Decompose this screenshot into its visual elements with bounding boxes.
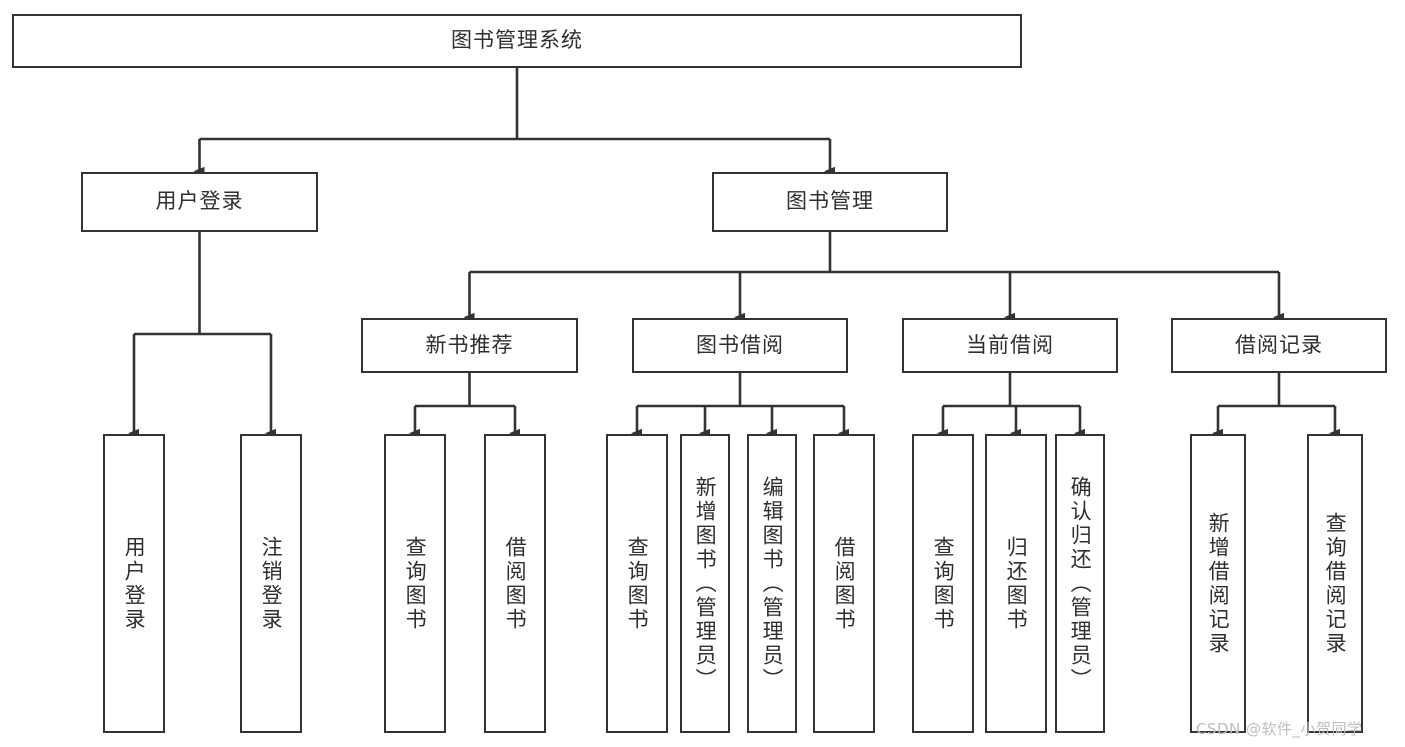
node-borrow-record-label: 借阅记录 (1235, 332, 1323, 357)
node-book-borrow-label: 图书借阅 (696, 332, 784, 357)
csdn-watermark: CSDN @软件_小贺同学 (1196, 720, 1363, 738)
leaf-edit-book-admin[interactable]: 编辑图书（管理员） (747, 434, 797, 733)
leaf-add-book-admin[interactable]: 新增图书（管理员） (680, 434, 730, 733)
node-current-borrow[interactable]: 当前借阅 (902, 318, 1118, 373)
leaf-query-book-recommend-label: 查询图书 (403, 535, 428, 632)
leaf-confirm-return-admin-label: 确认归还（管理员） (1068, 475, 1093, 692)
node-borrow-record[interactable]: 借阅记录 (1171, 318, 1387, 373)
leaf-add-borrow-record[interactable]: 新增借阅记录 (1190, 434, 1246, 733)
node-new-book-recommend[interactable]: 新书推荐 (361, 318, 578, 373)
leaf-borrow-book-recommend-label: 借阅图书 (503, 535, 528, 632)
leaf-query-borrow-record[interactable]: 查询借阅记录 (1307, 434, 1363, 733)
leaf-edit-book-admin-label: 编辑图书（管理员） (760, 475, 785, 692)
leaf-borrow-book-label: 借阅图书 (832, 535, 857, 632)
leaf-add-borrow-record-label: 新增借阅记录 (1206, 511, 1231, 656)
leaf-confirm-return-admin[interactable]: 确认归还（管理员） (1055, 434, 1105, 733)
leaf-query-book-current[interactable]: 查询图书 (912, 434, 974, 733)
leaf-query-book-recommend[interactable]: 查询图书 (384, 434, 446, 733)
leaf-return-book[interactable]: 归还图书 (985, 434, 1047, 733)
leaf-return-book-label: 归还图书 (1004, 535, 1029, 632)
node-book-management[interactable]: 图书管理 (712, 172, 948, 232)
node-root-label: 图书管理系统 (451, 28, 583, 53)
node-root[interactable]: 图书管理系统 (12, 14, 1022, 68)
leaf-borrow-book[interactable]: 借阅图书 (813, 434, 875, 733)
node-user-login-label: 用户登录 (155, 189, 244, 214)
node-book-management-label: 图书管理 (786, 189, 874, 214)
node-user-login[interactable]: 用户登录 (81, 172, 318, 232)
leaf-logout[interactable]: 注销登录 (240, 434, 302, 733)
leaf-user-login[interactable]: 用户登录 (103, 434, 165, 733)
leaf-query-borrow-record-label: 查询借阅记录 (1323, 511, 1348, 656)
node-current-borrow-label: 当前借阅 (966, 332, 1054, 357)
node-book-borrow[interactable]: 图书借阅 (632, 318, 848, 373)
leaf-add-book-admin-label: 新增图书（管理员） (693, 475, 718, 692)
leaf-borrow-book-recommend[interactable]: 借阅图书 (484, 434, 546, 733)
leaf-user-login-label: 用户登录 (122, 535, 147, 632)
node-new-book-recommend-label: 新书推荐 (425, 332, 514, 357)
leaf-logout-label: 注销登录 (259, 535, 284, 632)
leaf-query-book-current-label: 查询图书 (931, 535, 956, 632)
leaf-query-book-borrow[interactable]: 查询图书 (606, 434, 668, 733)
leaf-query-book-borrow-label: 查询图书 (625, 535, 650, 632)
